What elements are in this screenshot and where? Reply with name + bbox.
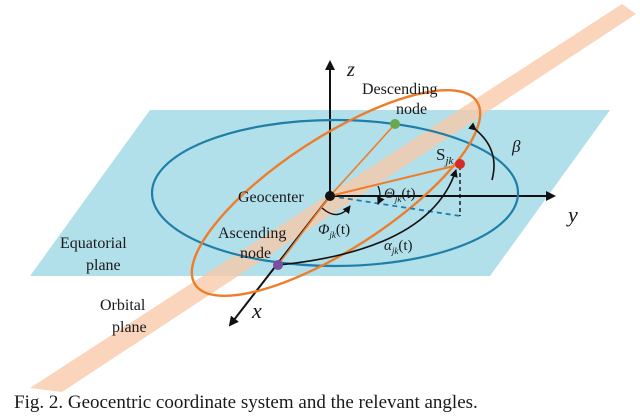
- theta-dashed-orange: [329, 164, 459, 197]
- y-axis-label: y: [566, 202, 578, 227]
- satellite-projection-dashed: [329, 195, 461, 217]
- descending-node-point: [390, 119, 400, 129]
- orbital-plane-label-line1: Orbital: [100, 297, 146, 314]
- geocenter-label: Geocenter: [238, 189, 304, 206]
- ascending-node-label-line2: node: [240, 245, 271, 262]
- beta-arc: [468, 122, 495, 181]
- node-line-lower: [277, 195, 331, 266]
- ascending-node-label-line1: Ascending: [218, 225, 286, 242]
- orbit-ellipse: [190, 88, 482, 298]
- figure-caption: Fig. 2. Geocentric coordinate system and…: [14, 392, 478, 413]
- orbital-plane-label-line2: plane: [112, 319, 147, 336]
- theta-label: Θjk(t): [384, 186, 416, 204]
- phi-arc: [321, 205, 351, 216]
- x-axis-label: x: [251, 298, 262, 323]
- equatorial-plane-label-line1: Equatorial: [60, 235, 127, 252]
- ascending-node-point: [273, 260, 283, 270]
- z-axis-label: z: [346, 59, 355, 81]
- alpha-label: αjk(t): [384, 238, 413, 256]
- geocenter-point: [325, 191, 335, 201]
- alpha-arc: [277, 169, 458, 266]
- equatorial-plane-label-line2: plane: [86, 257, 121, 274]
- beta-label: β: [511, 137, 521, 156]
- descending-node-label-line1: Descending: [362, 81, 438, 98]
- satellite-point: [455, 159, 465, 169]
- theta-arc: [377, 185, 385, 205]
- node-line: [329, 123, 396, 197]
- satellite-label: Sjk: [436, 145, 455, 167]
- equator-ellipse: [150, 118, 520, 268]
- phi-label: Φjk(t): [318, 222, 350, 240]
- descending-node-label-line2: node: [396, 101, 427, 118]
